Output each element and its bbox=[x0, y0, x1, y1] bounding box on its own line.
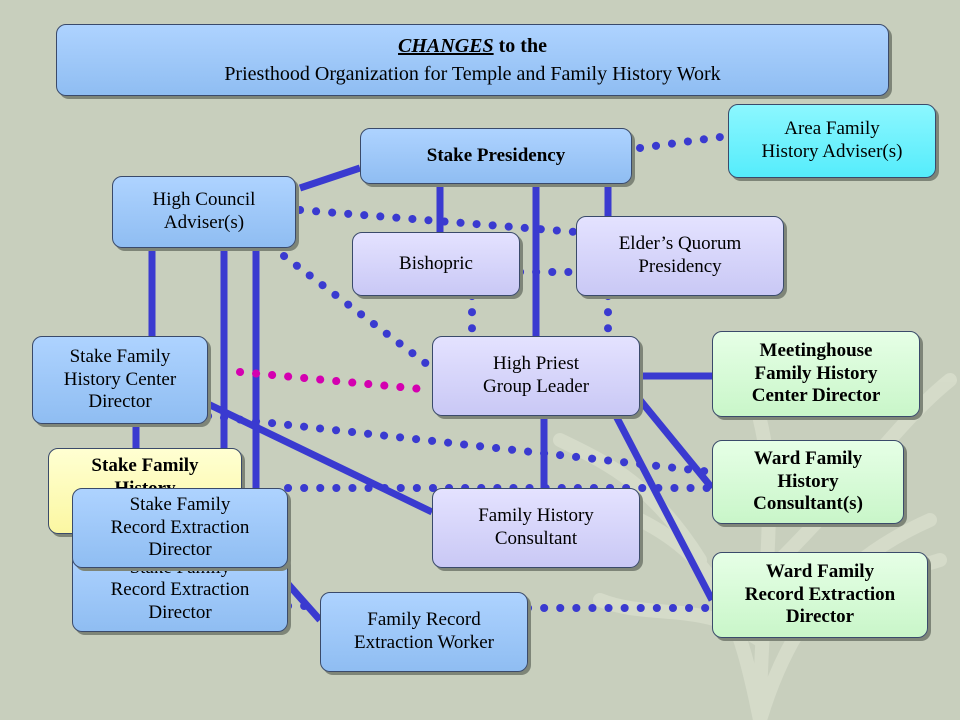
node-label-line: Adviser(s) bbox=[163, 212, 245, 233]
node-label-line: Extraction Worker bbox=[353, 632, 495, 653]
node-stake-presidency: Stake Presidency bbox=[360, 128, 632, 184]
node-label-line: Director bbox=[148, 539, 212, 561]
node-label-line: Director bbox=[148, 602, 212, 624]
dotted-connector bbox=[204, 412, 716, 476]
node-label-line: Record Extraction bbox=[110, 516, 250, 538]
node-label-line: History Center bbox=[63, 368, 177, 390]
node-label-line: Elder’s Quorum bbox=[618, 233, 742, 255]
node-label-line: Center Director bbox=[751, 385, 881, 407]
solid-connector bbox=[206, 400, 434, 516]
dotted-connector bbox=[296, 206, 580, 236]
node-label-line: Stake Family bbox=[69, 345, 171, 367]
dotted-connector bbox=[280, 252, 436, 372]
node-label-line: Stake Presidency bbox=[426, 144, 566, 166]
node-label-line: High Priest bbox=[492, 353, 580, 375]
node-label-line: Record Extraction bbox=[744, 583, 896, 605]
dotted-connector bbox=[236, 368, 436, 394]
node-label-line: Meetinghouse bbox=[759, 339, 873, 361]
solid-connector bbox=[612, 414, 716, 602]
node-label-line: Consultant bbox=[494, 528, 578, 549]
node-label-line: High Council bbox=[152, 189, 256, 211]
node-label-line: Ward Family bbox=[765, 560, 875, 582]
node-label-line: Area Family bbox=[784, 118, 880, 140]
dotted-connector bbox=[636, 132, 732, 152]
title-banner: CHANGES to the Priesthood Organization f… bbox=[56, 24, 889, 96]
title-subtitle: Priesthood Organization for Temple and F… bbox=[224, 63, 721, 85]
node-label-line: History Adviser(s) bbox=[761, 141, 903, 162]
node-label-line: Group Leader bbox=[482, 376, 590, 397]
title-heading: CHANGES to the bbox=[398, 32, 547, 60]
node-label-line: Director bbox=[88, 391, 152, 413]
node-label-line: Bishopric bbox=[399, 252, 473, 274]
node-label-line: Consultant(s) bbox=[753, 493, 863, 515]
node-label-line: Family Record bbox=[367, 609, 481, 631]
node-label-line: History bbox=[777, 470, 839, 492]
node-label-line: Presidency bbox=[638, 256, 722, 277]
node-label-line: Family History bbox=[478, 505, 594, 527]
node-label-line: Record Extraction bbox=[110, 579, 250, 601]
node-bishopric: Bishopric bbox=[352, 232, 520, 296]
solid-connector bbox=[285, 581, 323, 623]
node-label-line: Ward Family bbox=[753, 447, 863, 469]
solid-connector bbox=[637, 397, 715, 491]
node-label-line: Family History bbox=[754, 362, 878, 384]
solid-connector bbox=[298, 164, 362, 192]
node-label-line: Stake Family bbox=[129, 493, 231, 515]
title-heading-rest: to the bbox=[493, 35, 547, 57]
node-label-line: Stake Family bbox=[91, 455, 199, 476]
node-label-line: Director bbox=[785, 606, 855, 628]
title-emphasis: CHANGES bbox=[398, 35, 494, 57]
